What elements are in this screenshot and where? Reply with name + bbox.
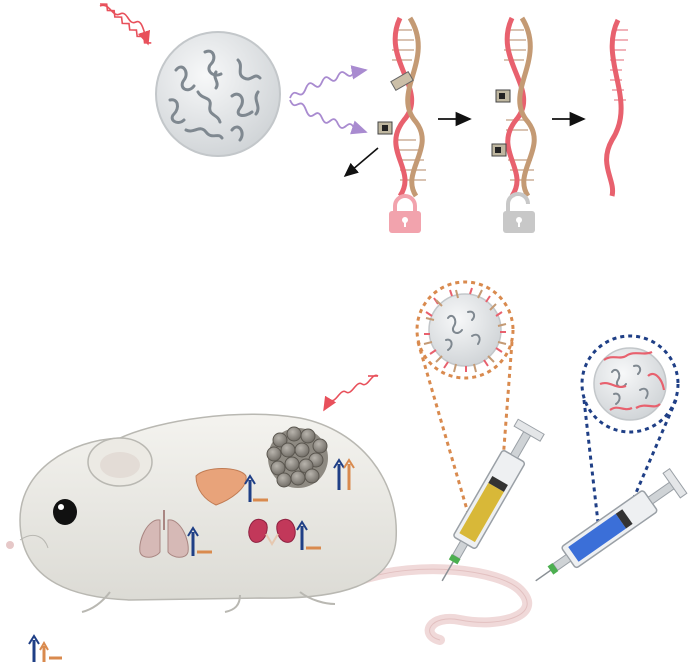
dna-duplex-caged-icon — [377, 16, 426, 198]
zoom-callout-blue — [580, 334, 680, 541]
tumor-icon — [266, 426, 328, 488]
lock-closed-icon — [389, 194, 421, 233]
single-strand-dna-icon — [604, 18, 628, 197]
upconversion-nanoparticle-icon — [593, 347, 667, 421]
upconversion-nanoparticle-icon — [423, 287, 507, 373]
kidney-icon — [248, 518, 296, 546]
liver-icon — [195, 468, 247, 506]
upconversion-nanoparticle-icon — [155, 31, 281, 157]
liver-indicator — [244, 474, 268, 502]
mouse-icon — [6, 413, 397, 613]
zoom-callout-orange — [415, 280, 515, 521]
kidney-indicator — [296, 520, 321, 550]
dna-duplex-uncaged-icon — [491, 16, 537, 198]
lock-open-icon — [503, 192, 535, 233]
release-arrow — [343, 147, 379, 178]
lung-icon — [139, 510, 189, 558]
emission-wave-icon — [289, 65, 368, 135]
lung-indicator — [187, 526, 212, 556]
nir-light-wave-icon — [323, 374, 379, 412]
legend-arrows-icon — [28, 634, 62, 662]
nir-light-wave-icon — [99, 3, 152, 46]
syringe-icon — [441, 418, 545, 582]
tumor-indicator — [333, 458, 355, 490]
syringe-icon — [535, 468, 688, 582]
